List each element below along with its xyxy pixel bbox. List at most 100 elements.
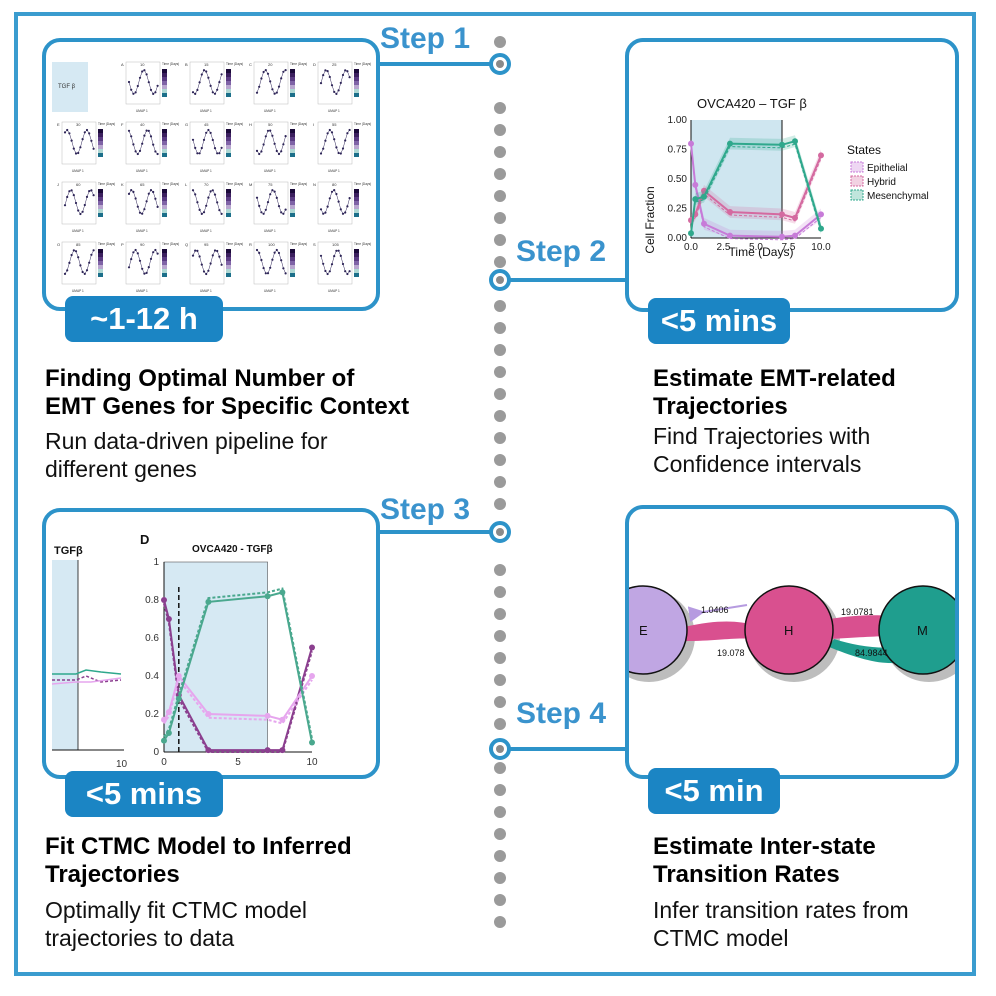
- umap-legend-swatch: [226, 69, 231, 73]
- series-point: [779, 211, 785, 218]
- panel2-desc-line2: Confidence intervals: [653, 451, 862, 477]
- umap-legend-title: Time (Days): [226, 242, 243, 246]
- fit-series-point: [175, 695, 182, 702]
- fit-series-point: [165, 709, 172, 716]
- series-point: [792, 232, 798, 239]
- umap-subplot-frame: [253, 241, 289, 285]
- umap-subplot-letter: G: [185, 122, 188, 127]
- umap-legend-swatch: [226, 213, 231, 217]
- umap-legend-swatch: [354, 77, 359, 81]
- umap-legend-swatch: [226, 77, 231, 81]
- timeline-dot: [494, 124, 506, 136]
- step-2-connector: [510, 278, 628, 282]
- umap-x-label: UMAP 1: [136, 109, 148, 113]
- umap-legend-swatch: [354, 253, 359, 257]
- umap-legend-swatch: [226, 153, 231, 157]
- x-tick-label: 7.5: [782, 242, 796, 253]
- umap-subplot-letter: C: [249, 62, 252, 67]
- umap-subplot-frame: [253, 61, 289, 105]
- panel1-time-badge: ~1-12 h: [65, 296, 223, 342]
- step-4-label: Step 4: [516, 697, 607, 730]
- fit-series-point: [264, 712, 271, 719]
- umap-trajectory: [256, 69, 286, 95]
- umap-trajectory: [64, 190, 94, 215]
- series-point: [779, 233, 785, 240]
- x-tick-label: 0.0: [684, 242, 698, 253]
- umap-legend-swatch: [290, 197, 295, 201]
- umap-subplot-frame: [125, 241, 161, 285]
- umap-legend-swatch: [290, 261, 295, 265]
- umap-legend-swatch: [354, 261, 359, 265]
- umap-legend-swatch: [226, 149, 231, 153]
- fit-series-point: [165, 730, 172, 736]
- timeline-dot: [494, 696, 506, 708]
- series-point: [692, 181, 699, 188]
- panel1-title-line2: EMT Genes for Specific Context: [45, 393, 410, 420]
- umap-subplot-number: 10: [140, 62, 145, 67]
- panel1-title: Finding Optimal Number of EMT Genes for …: [45, 365, 409, 421]
- umap-legend-swatch: [354, 89, 359, 93]
- umap-subplot-frame: [61, 121, 97, 165]
- fit-series-point: [279, 747, 286, 754]
- umap-legend-title: Time (Days): [226, 62, 243, 66]
- tgf-shade: [52, 62, 88, 112]
- umap-trajectory: [192, 129, 222, 154]
- umap-legend-swatch: [226, 201, 231, 205]
- fit-y-tick-label: 0: [153, 747, 159, 758]
- umap-trajectory: [64, 129, 94, 154]
- timeline-dot: [494, 762, 506, 774]
- node-e: [629, 585, 688, 675]
- timeline-dot: [494, 498, 506, 510]
- umap-point: [319, 208, 323, 211]
- fit-x-tick-label: 5: [235, 757, 241, 768]
- umap-legend-title: Time (Days): [226, 122, 243, 126]
- umap-subplot-number: 90: [140, 242, 145, 247]
- umap-legend-swatch: [226, 141, 231, 145]
- legend-swatch: [850, 161, 864, 173]
- umap-subplot-number: 15: [204, 62, 209, 67]
- umap-subplot-letter: H: [249, 122, 252, 127]
- umap-legend-swatch: [354, 81, 359, 85]
- umap-legend-swatch: [162, 81, 167, 85]
- umap-legend-swatch: [354, 257, 359, 261]
- umap-legend-swatch: [98, 201, 103, 205]
- umap-legend-swatch: [98, 149, 103, 153]
- umap-subplot-number: 60: [76, 182, 81, 187]
- umap-x-label: UMAP 1: [136, 289, 148, 293]
- x-tick-label: 2.5: [717, 242, 731, 253]
- y-tick-label: 0.00: [668, 233, 688, 244]
- umap-legend-swatch: [98, 193, 103, 197]
- umap-legend-swatch: [354, 189, 359, 193]
- fit-x-tick-label: 0: [161, 757, 167, 768]
- umap-legend-title: Time (Days): [354, 242, 371, 246]
- umap-legend-swatch: [162, 149, 167, 153]
- timeline-dot: [494, 168, 506, 180]
- umap-subplot-number: 70: [204, 182, 209, 187]
- timeline-dot: [494, 894, 506, 906]
- fit-x-tick-label: 10: [306, 757, 318, 768]
- umap-point: [92, 249, 95, 252]
- umap-legend-swatch: [98, 145, 103, 149]
- umap-subplot-frame: [125, 61, 161, 105]
- umap-point: [255, 196, 259, 199]
- y-tick-label: 1.00: [668, 115, 688, 126]
- umap-legend-swatch: [290, 77, 295, 81]
- umap-legend-swatch: [354, 193, 359, 197]
- panel1-desc-line2: different genes: [45, 456, 197, 482]
- series-point: [792, 138, 798, 145]
- umap-subplot-letter: Q: [185, 242, 188, 247]
- rate-m-to-h: 84.9844: [855, 648, 888, 658]
- arrow-h-to-e: [687, 604, 748, 623]
- umap-legend-title: Time (Days): [226, 182, 243, 186]
- timeline-dot: [494, 212, 506, 224]
- umap-legend-swatch: [162, 205, 167, 209]
- panel1-desc-line1: Run data-driven pipeline for: [45, 428, 328, 454]
- umap-x-label: UMAP 1: [200, 229, 212, 233]
- umap-legend-swatch: [162, 193, 167, 197]
- umap-trajectory: [256, 189, 286, 215]
- umap-subplot-number: 100: [268, 242, 275, 247]
- umap-legend-swatch: [162, 145, 167, 149]
- umap-legend-swatch: [290, 249, 295, 253]
- step-2-label: Step 2: [516, 235, 607, 268]
- umap-legend-title: Time (Days): [290, 122, 307, 126]
